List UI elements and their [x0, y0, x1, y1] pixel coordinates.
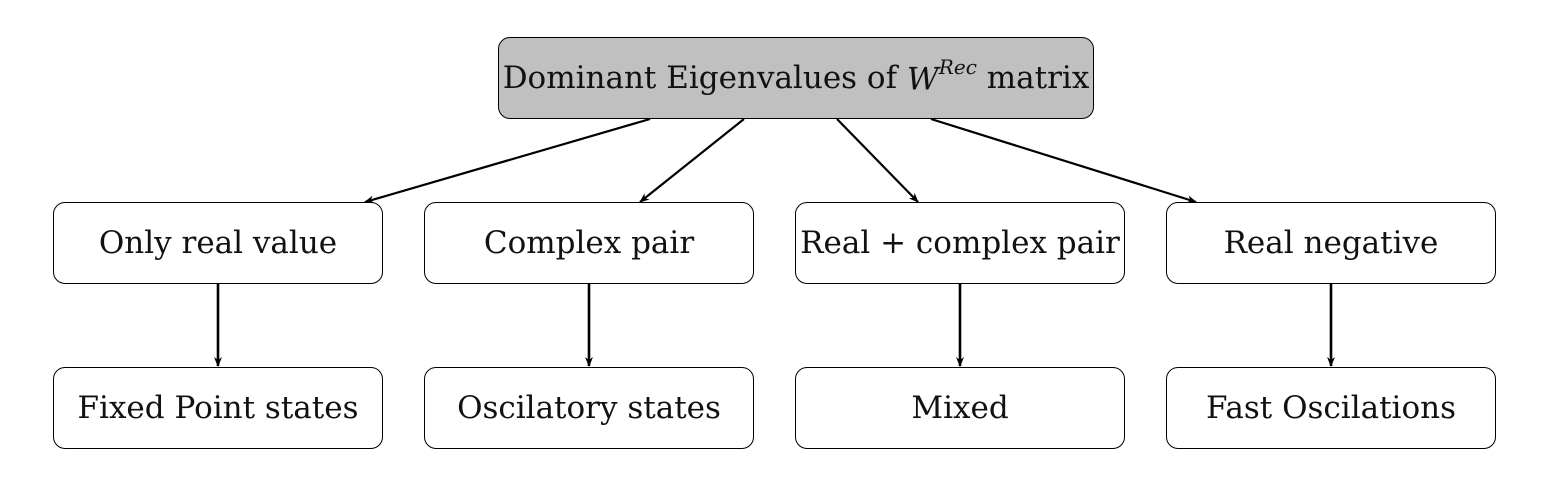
- outcome-label: Oscilatory states: [457, 390, 721, 426]
- edge-root-to-real-complex: [836, 118, 919, 203]
- edge-root-to-complex-pair: [639, 118, 745, 203]
- category-label: Real + complex pair: [800, 225, 1120, 261]
- outcome-node-mixed: Mixed: [795, 367, 1125, 449]
- outcome-node-oscilatory-states: Oscilatory states: [424, 367, 754, 449]
- root-math: WRec: [906, 55, 977, 98]
- root-math-superscript: Rec: [938, 54, 977, 79]
- category-node-complex-pair: Complex pair: [424, 202, 754, 284]
- outcome-label: Fixed Point states: [77, 390, 359, 426]
- category-node-real-negative: Real negative: [1166, 202, 1496, 284]
- root-node: Dominant Eigenvalues of WRec matrix: [498, 37, 1094, 119]
- category-label: Only real value: [98, 225, 338, 261]
- category-label: Real negative: [1223, 225, 1439, 261]
- root-text-after: matrix: [976, 60, 1090, 96]
- outcome-label: Fast Oscilations: [1205, 390, 1456, 426]
- outcome-node-fast-oscilations: Fast Oscilations: [1166, 367, 1496, 449]
- category-node-only-real-value: Only real value: [53, 202, 383, 284]
- root-math-base: W: [906, 61, 939, 98]
- edge-root-to-real-negative: [930, 117, 1197, 204]
- category-label: Complex pair: [483, 225, 695, 261]
- outcome-node-fixed-point-states: Fixed Point states: [53, 367, 383, 449]
- root-text-before: Dominant Eigenvalues of: [502, 60, 907, 96]
- edge-root-to-only-real: [364, 117, 651, 204]
- outcome-label: Mixed: [911, 390, 1009, 426]
- category-node-real-complex-pair: Real + complex pair: [795, 202, 1125, 284]
